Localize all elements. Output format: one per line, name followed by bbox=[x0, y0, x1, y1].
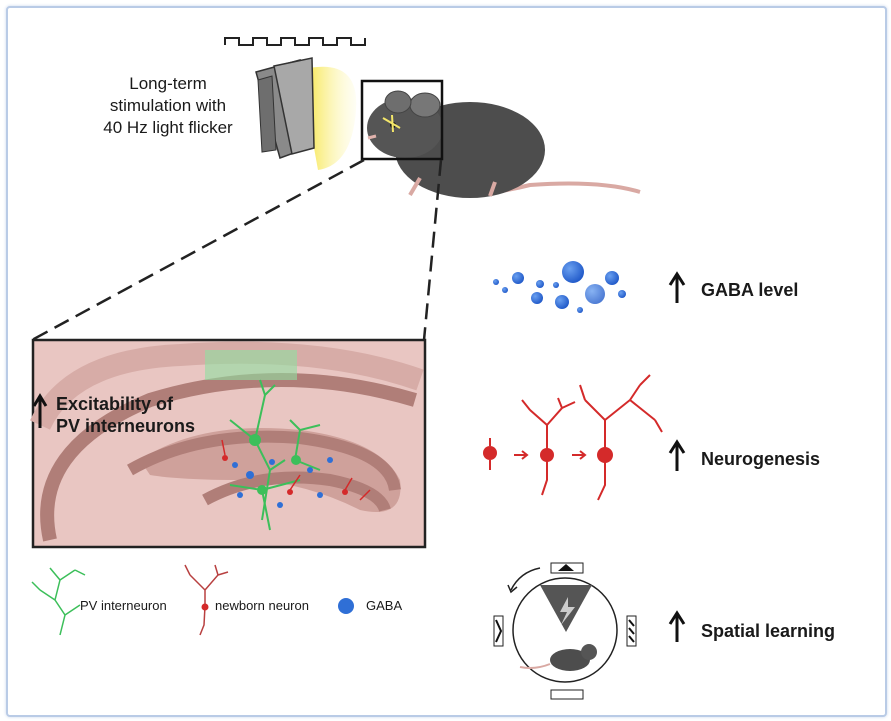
spatial-arena bbox=[493, 562, 637, 700]
neurogenesis-sequence bbox=[489, 374, 663, 501]
up-arrow-icon bbox=[668, 271, 686, 303]
led-lamp-icon bbox=[255, 57, 357, 170]
gaba-level-label: GABA level bbox=[701, 280, 799, 300]
legend-newborn-icon bbox=[184, 564, 229, 636]
newborn-neuron-inset bbox=[221, 439, 371, 501]
lightning-icon bbox=[560, 597, 575, 625]
mouse-icon bbox=[367, 90, 641, 198]
square-wave-icon bbox=[224, 37, 366, 46]
stimulation-line-1: Long-term bbox=[129, 74, 207, 93]
up-arrow-icon bbox=[668, 439, 686, 471]
gaba-dots-inset bbox=[232, 457, 333, 508]
newborn-neuron-somas bbox=[483, 446, 613, 463]
spatial-learning-label: Spatial learning bbox=[701, 621, 836, 641]
zoom-line-right bbox=[422, 159, 443, 341]
excitability-label: Excitability of PV interneurons bbox=[56, 393, 195, 437]
zoom-line-left bbox=[31, 158, 365, 342]
head-focus-box bbox=[360, 79, 444, 161]
excitability-line-2: PV interneurons bbox=[56, 416, 196, 436]
hippocampus-inset bbox=[30, 338, 427, 549]
up-arrow-icon bbox=[32, 393, 48, 428]
legend-pv-label: PV interneuron bbox=[80, 598, 167, 613]
legend-gaba-icon bbox=[338, 598, 354, 614]
stimulation-line-3: 40 Hz light flicker bbox=[103, 118, 233, 137]
neurogenesis-label: Neurogenesis bbox=[701, 449, 821, 469]
legend-newborn-label: newborn neuron bbox=[215, 598, 309, 613]
legend-gaba-label: GABA bbox=[366, 598, 403, 613]
excitability-line-1: Excitability of bbox=[56, 394, 174, 414]
gaba-blobs bbox=[493, 261, 626, 313]
stimulation-line-2: stimulation with bbox=[109, 96, 227, 115]
stimulation-label: Long-term stimulation with 40 Hz light f… bbox=[78, 73, 258, 139]
up-arrow-icon bbox=[668, 610, 686, 642]
legend-pv-icon bbox=[31, 567, 86, 636]
